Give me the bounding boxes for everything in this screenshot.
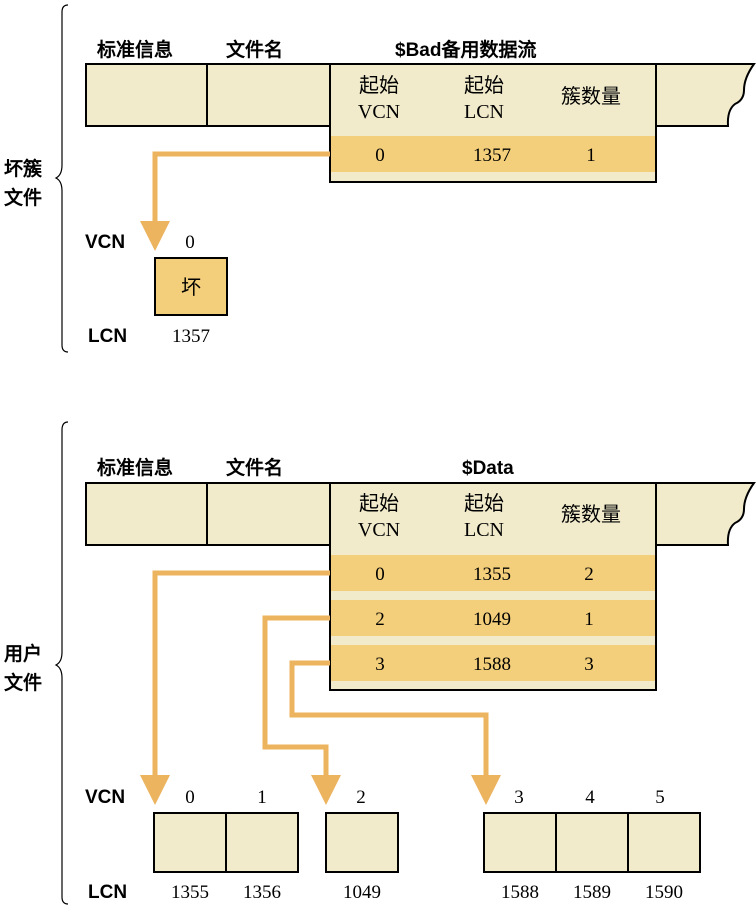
cluster-vcn: 0 bbox=[185, 787, 195, 808]
cluster-vcn: 5 bbox=[655, 787, 665, 808]
col-start-vcn-l2: VCN bbox=[358, 101, 400, 123]
run-count: 1 bbox=[586, 145, 596, 166]
user-file-section: 用户 文件 标准信息 文件名 $Data 起始 VCN 起始 LCN 簇数量 0… bbox=[4, 421, 756, 905]
cluster-box bbox=[153, 812, 227, 873]
run-vcn: 0 bbox=[375, 564, 385, 585]
run-vcn: 3 bbox=[375, 654, 385, 675]
col-start-vcn-l1: 起始 bbox=[359, 492, 399, 515]
cluster-lcn: 1049 bbox=[343, 882, 381, 903]
std-info-attribute-box bbox=[85, 482, 208, 546]
data-stream-header: $Data bbox=[462, 458, 514, 479]
cluster-lcn: 1357 bbox=[172, 326, 210, 347]
run-lcn: 1588 bbox=[473, 654, 511, 675]
col-start-lcn-l1: 起始 bbox=[464, 492, 504, 515]
run-lcn: 1357 bbox=[473, 145, 511, 166]
run-count: 1 bbox=[584, 609, 594, 630]
col-start-lcn-l1: 起始 bbox=[464, 74, 504, 97]
section-label-line2: 文件 bbox=[4, 671, 42, 694]
run-lcn: 1049 bbox=[473, 609, 511, 630]
file-name-attribute-box bbox=[206, 63, 331, 127]
section-label-line1: 用户 bbox=[4, 642, 42, 665]
vcn-row-label: VCN bbox=[85, 232, 125, 253]
cluster-lcn: 1590 bbox=[645, 882, 683, 903]
bad-stream-header: $Bad备用数据流 bbox=[395, 38, 536, 61]
file-name-header: 文件名 bbox=[226, 38, 283, 61]
run-vcn: 2 bbox=[375, 609, 385, 630]
col-start-lcn-l2: LCN bbox=[464, 101, 504, 123]
cluster-box bbox=[483, 812, 557, 873]
col-cluster-count: 簇数量 bbox=[561, 503, 621, 526]
run-row: 3 1588 3 bbox=[331, 645, 655, 681]
run-count: 2 bbox=[584, 564, 594, 585]
col-cluster-count: 簇数量 bbox=[561, 85, 621, 108]
record-torn-end bbox=[656, 482, 756, 546]
cluster-vcn: 1 bbox=[257, 787, 267, 808]
run-arrow bbox=[262, 615, 341, 805]
run-lcn: 1355 bbox=[473, 564, 511, 585]
cluster-lcn: 1588 bbox=[501, 882, 539, 903]
run-count: 3 bbox=[584, 654, 594, 675]
std-info-header: 标准信息 bbox=[97, 456, 173, 479]
lcn-row-label: LCN bbox=[88, 326, 127, 347]
cluster-lcn: 1356 bbox=[243, 882, 281, 903]
record-torn-end bbox=[656, 63, 756, 127]
cluster-lcn: 1355 bbox=[171, 882, 209, 903]
std-info-attribute-box bbox=[85, 63, 208, 127]
col-start-vcn-l2: VCN bbox=[358, 519, 400, 541]
bad-cluster-content: 坏 bbox=[181, 276, 201, 299]
lcn-row-label: LCN bbox=[88, 882, 127, 903]
file-name-attribute-box bbox=[206, 482, 331, 546]
section-label-line2: 文件 bbox=[4, 186, 42, 209]
run-row: 0 1355 2 bbox=[331, 555, 655, 591]
cluster-box bbox=[627, 812, 701, 873]
section-brace bbox=[54, 4, 69, 353]
col-start-vcn-l1: 起始 bbox=[359, 74, 399, 97]
cluster-vcn: 4 bbox=[585, 787, 595, 808]
run-row: 0 1357 1 bbox=[331, 136, 655, 172]
run-vcn: 0 bbox=[375, 145, 385, 166]
file-name-header: 文件名 bbox=[226, 456, 283, 479]
cluster-vcn: 2 bbox=[356, 787, 366, 808]
run-row: 2 1049 1 bbox=[331, 600, 655, 636]
run-arrow bbox=[140, 151, 330, 251]
run-arrow bbox=[289, 660, 501, 805]
bad-cluster-box bbox=[154, 257, 228, 316]
bad-cluster-file-section: 坏簇 文件 标准信息 文件名 $Bad备用数据流 起始 VCN 起始 LCN 簇… bbox=[4, 4, 756, 353]
cluster-box bbox=[325, 812, 399, 873]
cluster-box bbox=[555, 812, 629, 873]
std-info-header: 标准信息 bbox=[97, 38, 173, 61]
cluster-box bbox=[225, 812, 299, 873]
cluster-vcn: 3 bbox=[514, 787, 524, 808]
section-brace bbox=[54, 421, 69, 905]
cluster-vcn: 0 bbox=[185, 232, 195, 253]
run-arrow bbox=[140, 570, 330, 805]
col-start-lcn-l2: LCN bbox=[464, 519, 504, 541]
cluster-lcn: 1589 bbox=[573, 882, 611, 903]
vcn-row-label: VCN bbox=[85, 787, 125, 808]
section-label-line1: 坏簇 bbox=[4, 157, 43, 180]
